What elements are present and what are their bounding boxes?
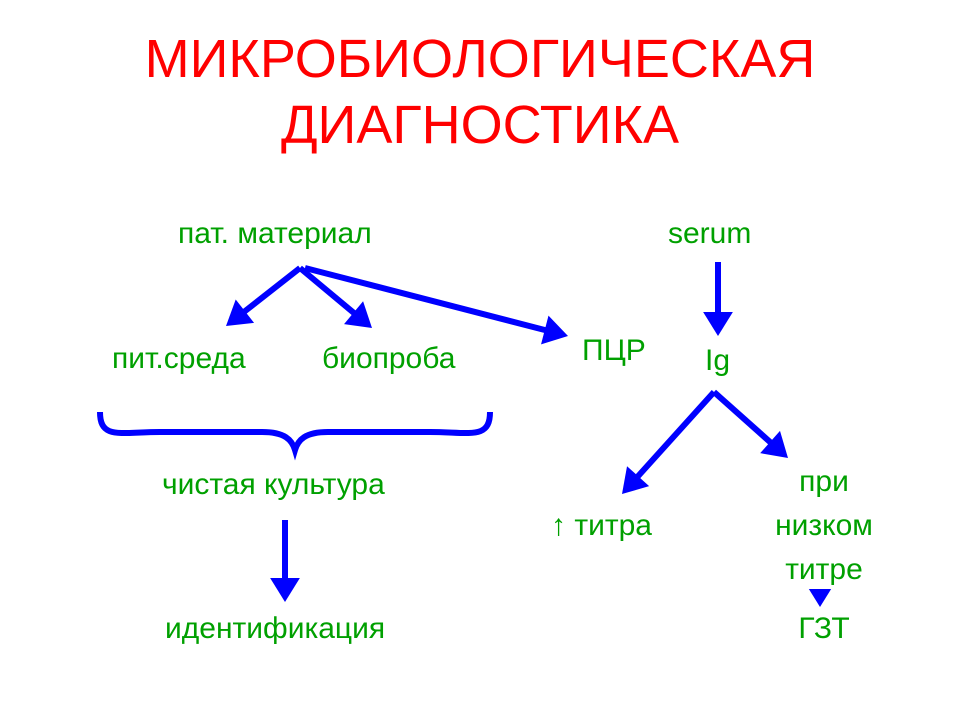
- arrow-to-pit-sreda-head: [226, 299, 255, 326]
- title-line-1: МИКРОБИОЛОГИЧЕСКАЯ: [144, 29, 816, 89]
- node-low-titer-line-3: титре: [785, 553, 863, 586]
- arrow-to-bioproba-head: [344, 301, 372, 328]
- node-low-titer-line-2: низком: [775, 509, 873, 542]
- arrow-to-pit-sreda-shaft: [241, 265, 302, 315]
- curly-brace: [97, 411, 493, 461]
- arrow-to-titer-up-head: [622, 466, 650, 494]
- node-identification: идентификация: [165, 612, 386, 645]
- arrow-to-low-titer-shaft: [712, 389, 774, 446]
- arrow-to-titer-up-shaft: [634, 389, 717, 480]
- node-titer-up: ↑ титра: [551, 509, 652, 542]
- node-pcr: ПЦР: [582, 334, 646, 367]
- arrow-to-bioproba-shaft: [298, 265, 358, 317]
- node-serum: serum: [668, 217, 752, 250]
- arrow-to-gzt-head: [808, 589, 832, 607]
- node-pure-culture: чистая культура: [162, 468, 385, 501]
- node-bioproba: биопроба: [322, 342, 456, 375]
- arrow-to-identification-head: [270, 578, 300, 602]
- title-line-2: ДИАГНОСТИКА: [280, 95, 680, 155]
- node-low-titer-line-1: при: [799, 465, 849, 498]
- arrow-to-pcr-shaft: [304, 265, 548, 334]
- node-pat-material: пат. материал: [178, 217, 372, 250]
- node-gzt: ГЗТ: [798, 612, 850, 645]
- node-ig: Ig: [705, 344, 731, 377]
- arrow-to-pcr-head: [541, 315, 568, 345]
- node-pit-sreda: пит.среда: [112, 342, 246, 375]
- arrow-serum-to-ig-head: [703, 312, 733, 336]
- arrow-to-low-titer-head: [760, 430, 788, 458]
